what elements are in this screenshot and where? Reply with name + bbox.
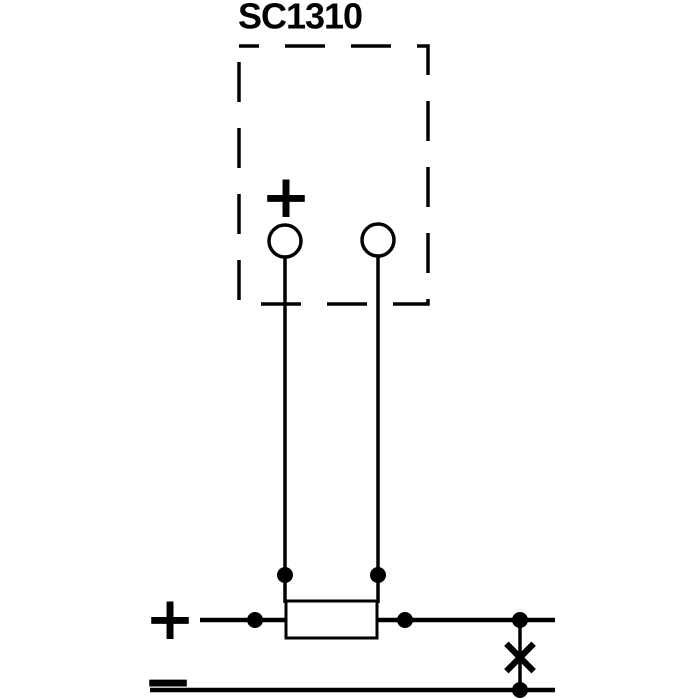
positive-bus-label: + — [145, 584, 195, 654]
junction-dot — [512, 682, 528, 698]
junction-dot — [370, 567, 386, 583]
device-plus-label: + — [261, 162, 311, 232]
junction-dot — [247, 612, 263, 628]
junction-dot — [397, 612, 413, 628]
component-box — [284, 599, 379, 640]
x-mark-icon: × — [497, 625, 542, 688]
device-title: SC1310 — [238, 0, 362, 37]
device-outline-dashed-box — [237, 44, 430, 306]
terminal-circle-left — [267, 223, 303, 259]
junction-dot — [277, 567, 293, 583]
negative-bus-label: − — [143, 647, 193, 700]
terminal-circle-right — [360, 222, 396, 258]
junction-dot — [512, 612, 528, 628]
